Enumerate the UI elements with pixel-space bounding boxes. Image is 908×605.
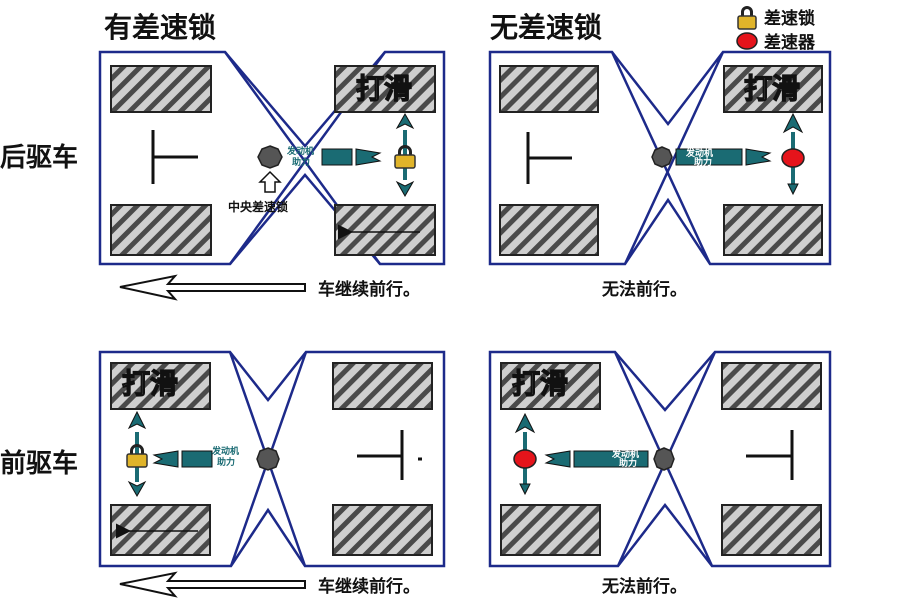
header-without-lock: 无差速锁	[490, 11, 602, 44]
idle-axle-mark	[357, 430, 422, 480]
differential-icon	[736, 32, 758, 50]
differential-icon	[513, 449, 537, 469]
pinion-gear	[745, 148, 772, 166]
differential-icon	[781, 148, 805, 168]
slip-label: 打滑	[122, 367, 178, 400]
row-label-rear: 后驱车	[0, 142, 78, 173]
engine-label: 发动机	[611, 448, 639, 460]
driveshaft	[573, 450, 649, 468]
driveshaft	[181, 450, 213, 468]
pinion-gear	[152, 450, 179, 468]
idle-axle-mark	[526, 132, 572, 184]
big-left-arrow-icon	[119, 571, 306, 598]
wheel-rear-right	[332, 504, 433, 556]
axle-arrow-up	[127, 410, 147, 430]
axle-arrow-down	[519, 483, 531, 496]
engine-label: 发动机	[685, 147, 713, 159]
wheel-rear-right	[723, 204, 823, 256]
car-frame	[98, 50, 446, 266]
header-with-lock: 有差速锁	[104, 11, 216, 44]
legend-lock-label: 差速锁	[764, 8, 815, 29]
wheel-rear-left	[110, 204, 212, 256]
wheel-front-left	[110, 362, 211, 410]
axle-arrow-up	[395, 112, 415, 130]
engine-label-2: 助力	[619, 457, 637, 469]
axle-arrow-down	[395, 180, 415, 198]
wheel-rear-left	[500, 504, 601, 556]
lock-icon	[126, 444, 148, 468]
slip-label: 打滑	[744, 72, 800, 105]
engine-label-2: 助力	[694, 156, 712, 168]
result-label: 无法前行。	[601, 576, 687, 597]
slip-label: 打滑	[512, 367, 568, 400]
wheel-front-right	[332, 362, 433, 410]
pinion-gear	[544, 450, 571, 468]
wheel-front-right	[723, 65, 823, 113]
driveshaft	[675, 148, 743, 166]
idle-axle-mark	[151, 130, 198, 184]
engine-label-2: 助力	[217, 456, 235, 468]
wheel-front-left	[110, 65, 212, 113]
panel-front-without-lock: 打滑 发动机 助力 无法前行。	[488, 350, 832, 597]
result-label: 无法前行。	[601, 279, 687, 300]
big-left-arrow-icon	[119, 274, 306, 301]
idle-axle-mark	[746, 430, 794, 480]
up-arrow-icon	[258, 170, 282, 193]
center-lock-label: 中央差速锁	[228, 199, 288, 214]
axle-arrow-down	[787, 183, 799, 196]
row-label-front: 前驱车	[0, 448, 78, 479]
axle-arrow-up	[782, 112, 804, 134]
center-gear-icon	[653, 447, 675, 471]
engine-label: 发动机	[211, 445, 239, 457]
slip-label: 打滑	[356, 72, 412, 105]
panel-rear-with-lock: 打滑 发动机 助力 中央差速锁 车继续前行。	[98, 50, 446, 301]
center-gear-icon	[651, 146, 673, 168]
wheel-rear-right	[721, 504, 822, 556]
panel-front-with-lock: 打滑 发动机 助力 车继续前行。	[98, 350, 446, 598]
panel-rear-without-lock: 打滑 发动机 助力 无法前行。	[488, 50, 832, 300]
wheel-rear-right	[334, 204, 436, 256]
wheel-front-right	[334, 65, 436, 113]
lock-icon	[737, 6, 757, 30]
legend: 差速锁 差速器	[736, 6, 816, 53]
axle-arrow-down	[127, 480, 147, 498]
lock-icon	[394, 145, 416, 169]
result-label: 车继续前行。	[318, 576, 420, 597]
axle-arrow-up	[514, 412, 536, 434]
center-gear-icon	[256, 447, 280, 471]
wheel-front-left	[499, 65, 599, 113]
wheel-rear-left	[499, 204, 599, 256]
engine-label: 发动机	[286, 145, 314, 157]
result-label: 车继续前行。	[318, 279, 420, 300]
engine-label-2: 助力	[292, 156, 310, 168]
wheel-front-right	[721, 362, 822, 410]
pinion-gear	[355, 148, 382, 166]
wheel-rear-left	[110, 504, 211, 556]
center-gear-icon	[257, 145, 283, 169]
wheel-front-left	[500, 362, 601, 410]
driveshaft	[321, 148, 353, 166]
legend-diff-label: 差速器	[764, 32, 816, 53]
